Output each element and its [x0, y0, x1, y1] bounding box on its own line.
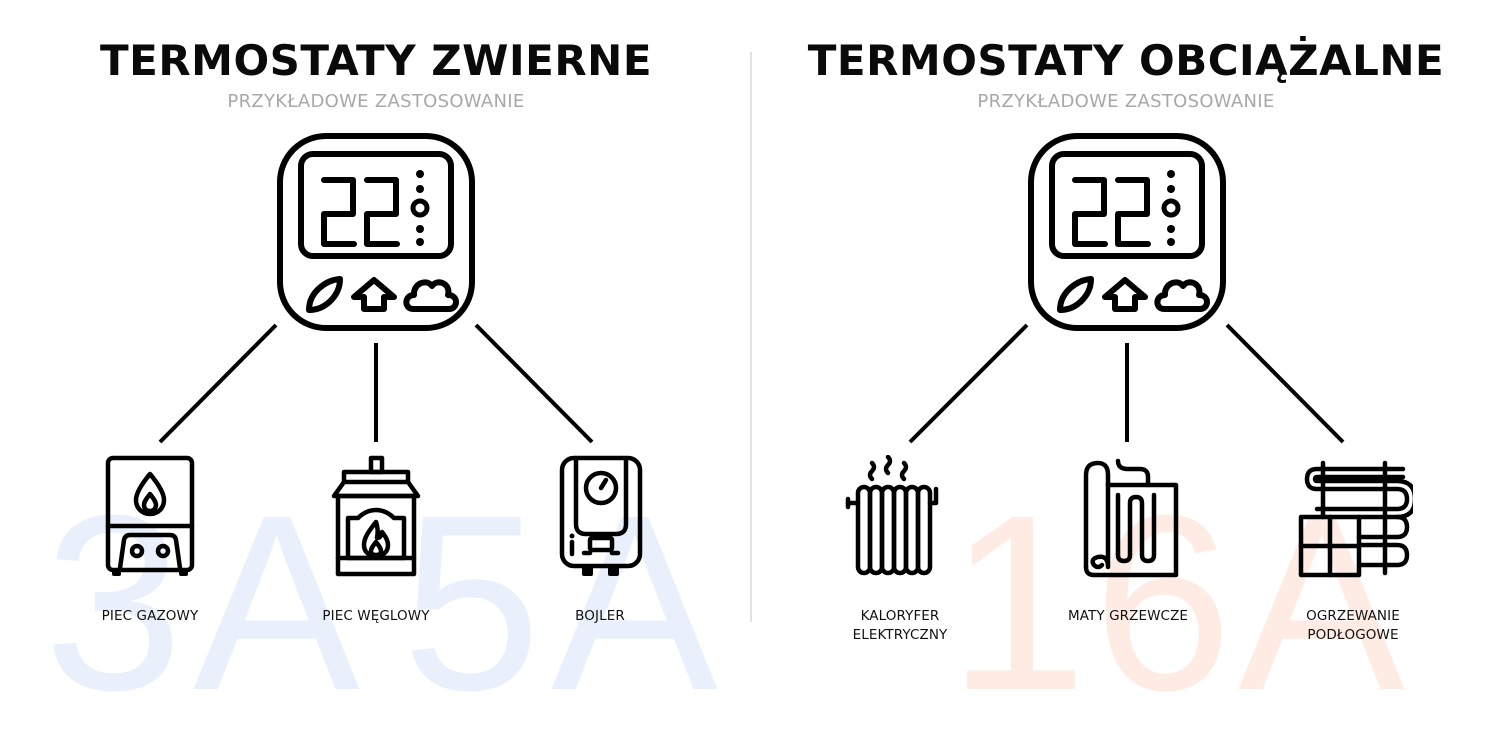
right-panel-subtitle: PRZYKŁADOWE ZASTOSOWANIE	[977, 91, 1275, 112]
coal-stove-icon	[331, 455, 421, 577]
device-label-water-heater: BOJLER	[575, 608, 625, 624]
thermostat-icon	[1028, 133, 1226, 331]
floor-heating-icon	[1298, 460, 1413, 578]
home-icon	[1102, 277, 1148, 312]
panel-divider	[750, 52, 752, 622]
device-label-radiator: KALORYFER ELEKTRYCZNY	[800, 607, 1000, 645]
home-icon	[351, 277, 397, 312]
device-label-floor-heating: OGRZEWANIE PODŁOGOWE	[1253, 607, 1453, 645]
cloud-icon	[403, 279, 459, 312]
left-panel-subtitle: PRZYKŁADOWE ZASTOSOWANIE	[227, 91, 525, 112]
device-label-heating-mat: MATY GRZEWCZE	[1028, 607, 1228, 626]
radiator-icon	[845, 455, 939, 576]
device-label-heating-mat-line1: MATY GRZEWCZE	[1067, 608, 1189, 624]
infographic: 3A 5A 16A TERMOSTATY ZWIERNE PRZYKŁADOWE…	[44, 36, 1453, 728]
device-label-radiator-line1: KALORYFER	[860, 608, 940, 624]
device-label-radiator-line2: ELEKTRYCZNY	[852, 627, 948, 643]
device-label-floor-heating-line2: PODŁOGOWE	[1307, 627, 1399, 643]
leaf-icon	[1057, 276, 1094, 313]
cloud-icon	[1154, 279, 1210, 312]
device-label-floor-heating-line1: OGRZEWANIE	[1306, 608, 1400, 624]
right-panel-title: TERMOSTATY OBCIĄŻALNE	[807, 36, 1445, 85]
gas-boiler-icon	[105, 455, 195, 576]
device-label-coal-stove: PIEC WĘGLOWY	[322, 608, 430, 624]
water-heater-icon	[559, 455, 643, 576]
mode-icons	[1057, 276, 1210, 313]
heating-mat-icon	[1083, 458, 1179, 578]
mode-icons	[306, 276, 459, 313]
left-panel-title: TERMOSTATY ZWIERNE	[99, 36, 653, 85]
thermostat-icon	[277, 133, 475, 331]
device-label-gas-boiler: PIEC GAZOWY	[101, 608, 199, 624]
leaf-icon	[306, 276, 343, 313]
